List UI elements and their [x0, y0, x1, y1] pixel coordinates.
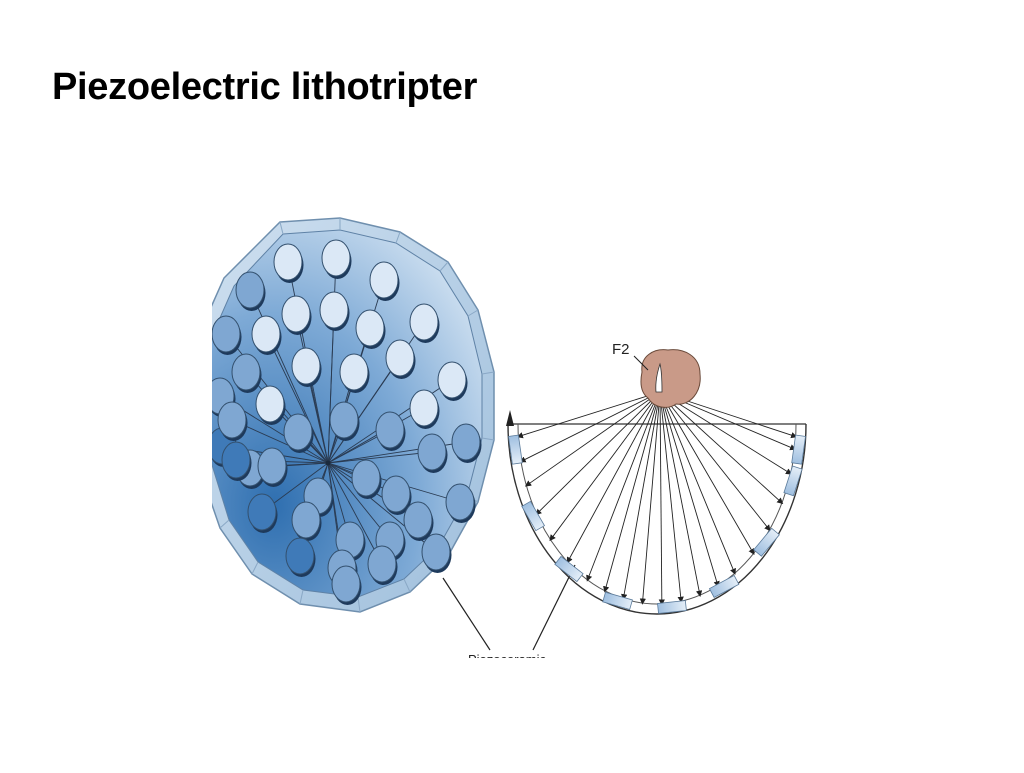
piezo-disc — [329, 401, 359, 439]
spoke-wire — [327, 309, 335, 464]
transducer-cross-section: F2 — [506, 341, 807, 615]
shockwave-ray — [659, 391, 771, 532]
shockwave-ray — [639, 391, 661, 605]
bowl-piezo-element — [521, 500, 546, 532]
piezo-disc — [355, 309, 385, 347]
bowl-piezo-element-body — [708, 574, 740, 598]
bowl-piezo-element — [791, 434, 806, 465]
shockwave-ray — [659, 391, 684, 604]
label-mask — [440, 658, 580, 678]
shockwave-ray — [519, 391, 661, 463]
bowl-piezo-element-body — [554, 555, 584, 583]
shockwave-ray — [535, 391, 661, 516]
transducer-dish — [212, 217, 495, 613]
shockwave-ray — [524, 391, 661, 487]
dish-center-node — [325, 460, 331, 466]
piezo-disc — [385, 339, 415, 377]
piezo-disc — [437, 361, 467, 399]
shockwave-ray — [621, 391, 661, 601]
bowl-piezo-element-body — [521, 500, 546, 532]
piezo-disc — [217, 401, 247, 439]
f2-leader-line — [633, 355, 649, 371]
shockwave-ray — [659, 391, 784, 505]
piezo-disc — [212, 315, 241, 353]
shockwave-ray — [659, 391, 793, 475]
shockwave-ray — [586, 391, 661, 582]
piezo-disc — [273, 243, 303, 281]
bowl-piezo-element — [602, 591, 633, 611]
bowl-piezo-element-body — [791, 434, 806, 465]
spoke-wire — [327, 407, 425, 464]
shockwave-rays — [516, 391, 798, 606]
bowl-piezo-element — [554, 555, 584, 583]
left-tip-arrow — [506, 410, 514, 426]
piezo-disc — [331, 565, 361, 603]
spoke-wire — [265, 333, 329, 464]
bowl-piezo-element-body — [753, 527, 780, 557]
shockwave-ray — [566, 391, 661, 564]
spoke-wire — [327, 327, 371, 464]
piezo-disc — [321, 239, 351, 277]
piezo-disc — [281, 295, 311, 333]
spoke-wire — [327, 462, 383, 565]
kidney-stone-target — [640, 349, 701, 408]
piezo-disc — [417, 433, 447, 471]
spoke-wire — [327, 357, 401, 464]
bowl-piezo-element — [708, 574, 740, 598]
shockwave-ray — [549, 391, 661, 542]
shockwave-ray — [659, 391, 720, 588]
piezo-disc — [375, 411, 405, 449]
piezo-disc — [339, 353, 369, 391]
bowl-piezo-element-body — [602, 591, 633, 611]
spoke-wire — [327, 451, 433, 464]
piezo-disc — [409, 389, 439, 427]
piezo-disc — [291, 501, 321, 539]
piezo-disc — [221, 441, 251, 479]
focal-label-f2: F2 — [612, 341, 630, 358]
bowl-piezo-element — [783, 465, 803, 497]
piezo-disc — [451, 423, 481, 461]
piezo-disc — [403, 501, 433, 539]
spoke-wire — [245, 371, 329, 464]
piezo-disc — [285, 537, 315, 575]
slide-title: Piezoelectric lithotripter — [52, 66, 478, 108]
shockwave-ray — [659, 391, 703, 597]
shockwave-ray — [659, 391, 736, 575]
piezo-disc — [351, 459, 381, 497]
bowl-piezo-element-body — [783, 465, 803, 497]
bowl-piezo-element-body — [508, 434, 523, 465]
piezo-disc — [369, 261, 399, 299]
bowl-piezo-element — [508, 434, 523, 465]
piezo-disc — [231, 353, 261, 391]
piezo-disc — [251, 315, 281, 353]
bowl-piezo-element — [657, 600, 687, 614]
focal-point-marker — [655, 362, 663, 393]
left-leader-line — [442, 577, 491, 651]
shockwave-ray — [516, 391, 661, 439]
piezo-disc — [255, 385, 285, 423]
shockwave-ray — [659, 391, 755, 556]
piezo-disc — [319, 291, 349, 329]
shockwave-ray — [658, 391, 665, 606]
piezo-disc — [381, 475, 411, 513]
right-leader-line — [532, 564, 576, 651]
piezo-disc — [283, 413, 313, 451]
piezo-disc — [367, 545, 397, 583]
piezo-disc — [409, 303, 439, 341]
piezo-disc — [257, 447, 287, 485]
bowl-piezo-element-body — [657, 600, 687, 614]
piezo-disc — [445, 483, 475, 521]
piezo-disc — [247, 493, 277, 531]
bowl-piezo-elements — [508, 434, 806, 614]
bowl-piezo-element — [753, 527, 780, 557]
piezo-disc — [421, 533, 451, 571]
piezo-disc — [291, 347, 321, 385]
piezo-disc — [235, 271, 265, 309]
piezo-disc-array — [212, 239, 482, 605]
shockwave-ray — [603, 391, 661, 593]
spoke-wire — [231, 419, 329, 464]
